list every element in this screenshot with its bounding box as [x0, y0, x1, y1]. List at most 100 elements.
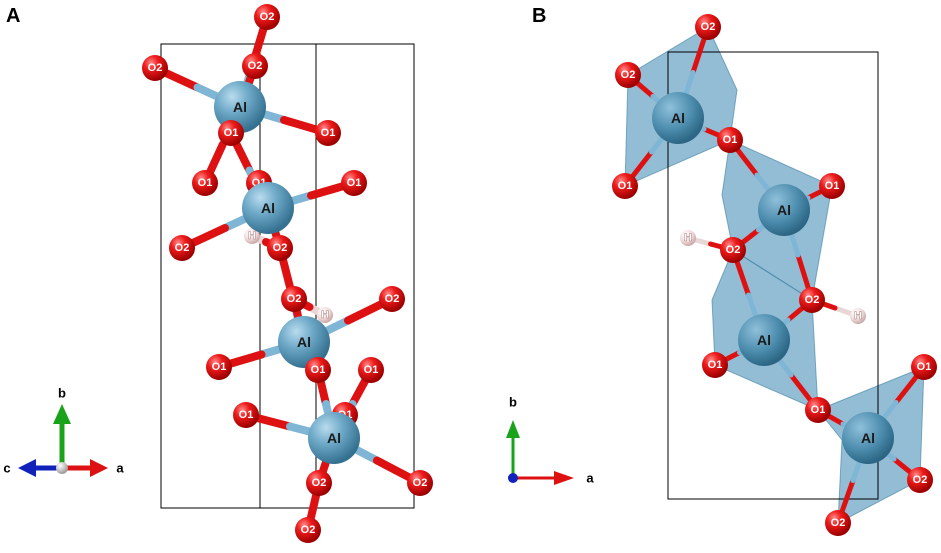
oxygen-o1-atom-sphere	[358, 357, 384, 383]
aluminum-atom: Al	[242, 182, 294, 234]
oxygen-o1-atom-label: O1	[825, 180, 840, 192]
aluminum-atom-sphere	[758, 184, 810, 236]
oxygen-o2-atom: O2	[907, 467, 933, 493]
aluminum-atom: Al	[308, 412, 360, 464]
panel-a-letter: A	[6, 5, 20, 27]
aluminum-atom-sphere	[308, 412, 360, 464]
oxygen-o2-atom: O2	[281, 286, 307, 312]
oxygen-o1-atom-sphere	[717, 127, 743, 153]
aluminum-atom: Al	[652, 92, 704, 144]
aluminum-atom-sphere	[842, 412, 894, 464]
aluminum-atom-sphere	[652, 92, 704, 144]
oxygen-o2-atom-sphere	[907, 467, 933, 493]
oxygen-o2-atom-label: O2	[312, 477, 327, 489]
oxygen-o1-atom: O1	[819, 173, 845, 199]
oxygen-o1-atom: O1	[702, 352, 728, 378]
oxygen-o1-atom: O1	[233, 402, 259, 428]
aluminum-atom-sphere	[278, 316, 330, 368]
hydrogen-atom-sphere	[317, 307, 333, 323]
oxygen-o1-atom-sphere	[341, 170, 367, 196]
oxygen-o2-atom-label: O2	[273, 242, 288, 254]
oxygen-o2-atom-sphere	[407, 470, 433, 496]
oxygen-o1-atom: O1	[192, 170, 218, 196]
aluminum-atom: Al	[758, 184, 810, 236]
oxygen-o1-atom-sphere	[612, 173, 638, 199]
oxygen-o1-atom-sphere	[805, 397, 831, 423]
oxygen-o1-atom: O1	[341, 170, 367, 196]
oxygen-o2-atom: O2	[825, 510, 851, 536]
oxygen-o2-atom-label: O2	[701, 21, 716, 33]
oxygen-o1-atom: O1	[206, 354, 232, 380]
c-axis-label: c	[3, 461, 10, 476]
b-axis-label: b	[58, 386, 66, 401]
oxygen-o2-atom-label: O2	[831, 517, 846, 529]
aluminum-atom-label: Al	[233, 99, 247, 115]
oxygen-o1-atom-label: O1	[364, 364, 379, 376]
oxygen-o2-atom: O2	[242, 53, 268, 79]
oxygen-o2-atom-label: O2	[175, 242, 190, 254]
aluminum-atom-sphere	[738, 314, 790, 366]
oxygen-o2-atom: O2	[306, 470, 332, 496]
oxygen-o2-atom-sphere	[615, 62, 641, 88]
panel-b-letter: B	[532, 5, 546, 27]
aluminum-atom-label: Al	[327, 430, 341, 446]
aluminum-atom-label: Al	[757, 332, 771, 348]
oxygen-o1-atom-sphere	[819, 173, 845, 199]
oxygen-o2-atom: O2	[169, 235, 195, 261]
aluminum-atom-sphere	[214, 81, 266, 133]
oxygen-o2-atom-sphere	[254, 4, 280, 30]
aluminum-atom: Al	[278, 316, 330, 368]
oxygen-o2-atom: O2	[379, 286, 405, 312]
oxygen-o1-atom-sphere	[233, 402, 259, 428]
oxygen-o1-atom: O1	[717, 127, 743, 153]
oxygen-o1-atom-label: O1	[224, 127, 239, 139]
hydrogen-atom-sphere	[680, 230, 696, 246]
oxygen-o2-atom-sphere	[695, 14, 721, 40]
c-axis-arrow	[18, 459, 36, 477]
hydrogen-atom-label: H	[248, 230, 256, 242]
oxygen-o2-atom-sphere	[720, 237, 746, 263]
c-axis-end	[508, 473, 518, 483]
oxygen-o1-atom: O1	[612, 173, 638, 199]
oxygen-o1-atom: O1	[805, 397, 831, 423]
oxygen-o1-atom-label: O1	[917, 361, 932, 373]
oxygen-o2-atom-label: O2	[913, 474, 928, 486]
oxygen-o1-atom-label: O1	[723, 134, 738, 146]
oxygen-o1-atom-label: O1	[321, 127, 336, 139]
unit-cell-box	[259, 43, 415, 509]
oxygen-o2-atom-sphere	[281, 286, 307, 312]
oxygen-o2-atom: O2	[267, 235, 293, 261]
oxygen-o2-atom-label: O2	[260, 11, 275, 23]
oxygen-o2-atom: O2	[695, 14, 721, 40]
a-axis-arrow	[90, 459, 108, 477]
b-axis-label: b	[509, 395, 517, 410]
hydrogen-atom-label: H	[321, 309, 329, 321]
oxygen-o1-atom-label: O1	[618, 180, 633, 192]
axis-triad-a: b a c	[3, 386, 124, 477]
axis-triad-b: b a	[506, 395, 594, 486]
oxygen-o2-atom-sphere	[306, 470, 332, 496]
hydrogen-atom-label: H	[854, 310, 862, 322]
bonds-panel-a	[151, 13, 424, 534]
oxygen-o1-atom-label: O1	[311, 364, 326, 376]
oxygen-o1-atom: O1	[358, 357, 384, 383]
oxygen-o2-atom-sphere	[169, 235, 195, 261]
oxygen-o1-atom: O1	[305, 357, 331, 383]
oxygen-o2-atom: O2	[720, 237, 746, 263]
b-axis-arrow	[506, 420, 520, 438]
oxygen-o1-atom-sphere	[206, 354, 232, 380]
a-axis-label: a	[116, 461, 124, 476]
oxygen-o2-atom-label: O2	[413, 477, 428, 489]
oxygen-o2-atom: O2	[254, 4, 280, 30]
hydrogen-atom: H	[244, 228, 260, 244]
oxygen-o1-atom-label: O1	[198, 177, 213, 189]
oxygen-o2-atom-sphere	[295, 517, 321, 543]
oxygen-o2-atom-label: O2	[805, 294, 820, 306]
oxygen-o1-atom: O1	[911, 354, 937, 380]
aluminum-atom: Al	[842, 412, 894, 464]
a-axis-label: a	[586, 471, 594, 486]
